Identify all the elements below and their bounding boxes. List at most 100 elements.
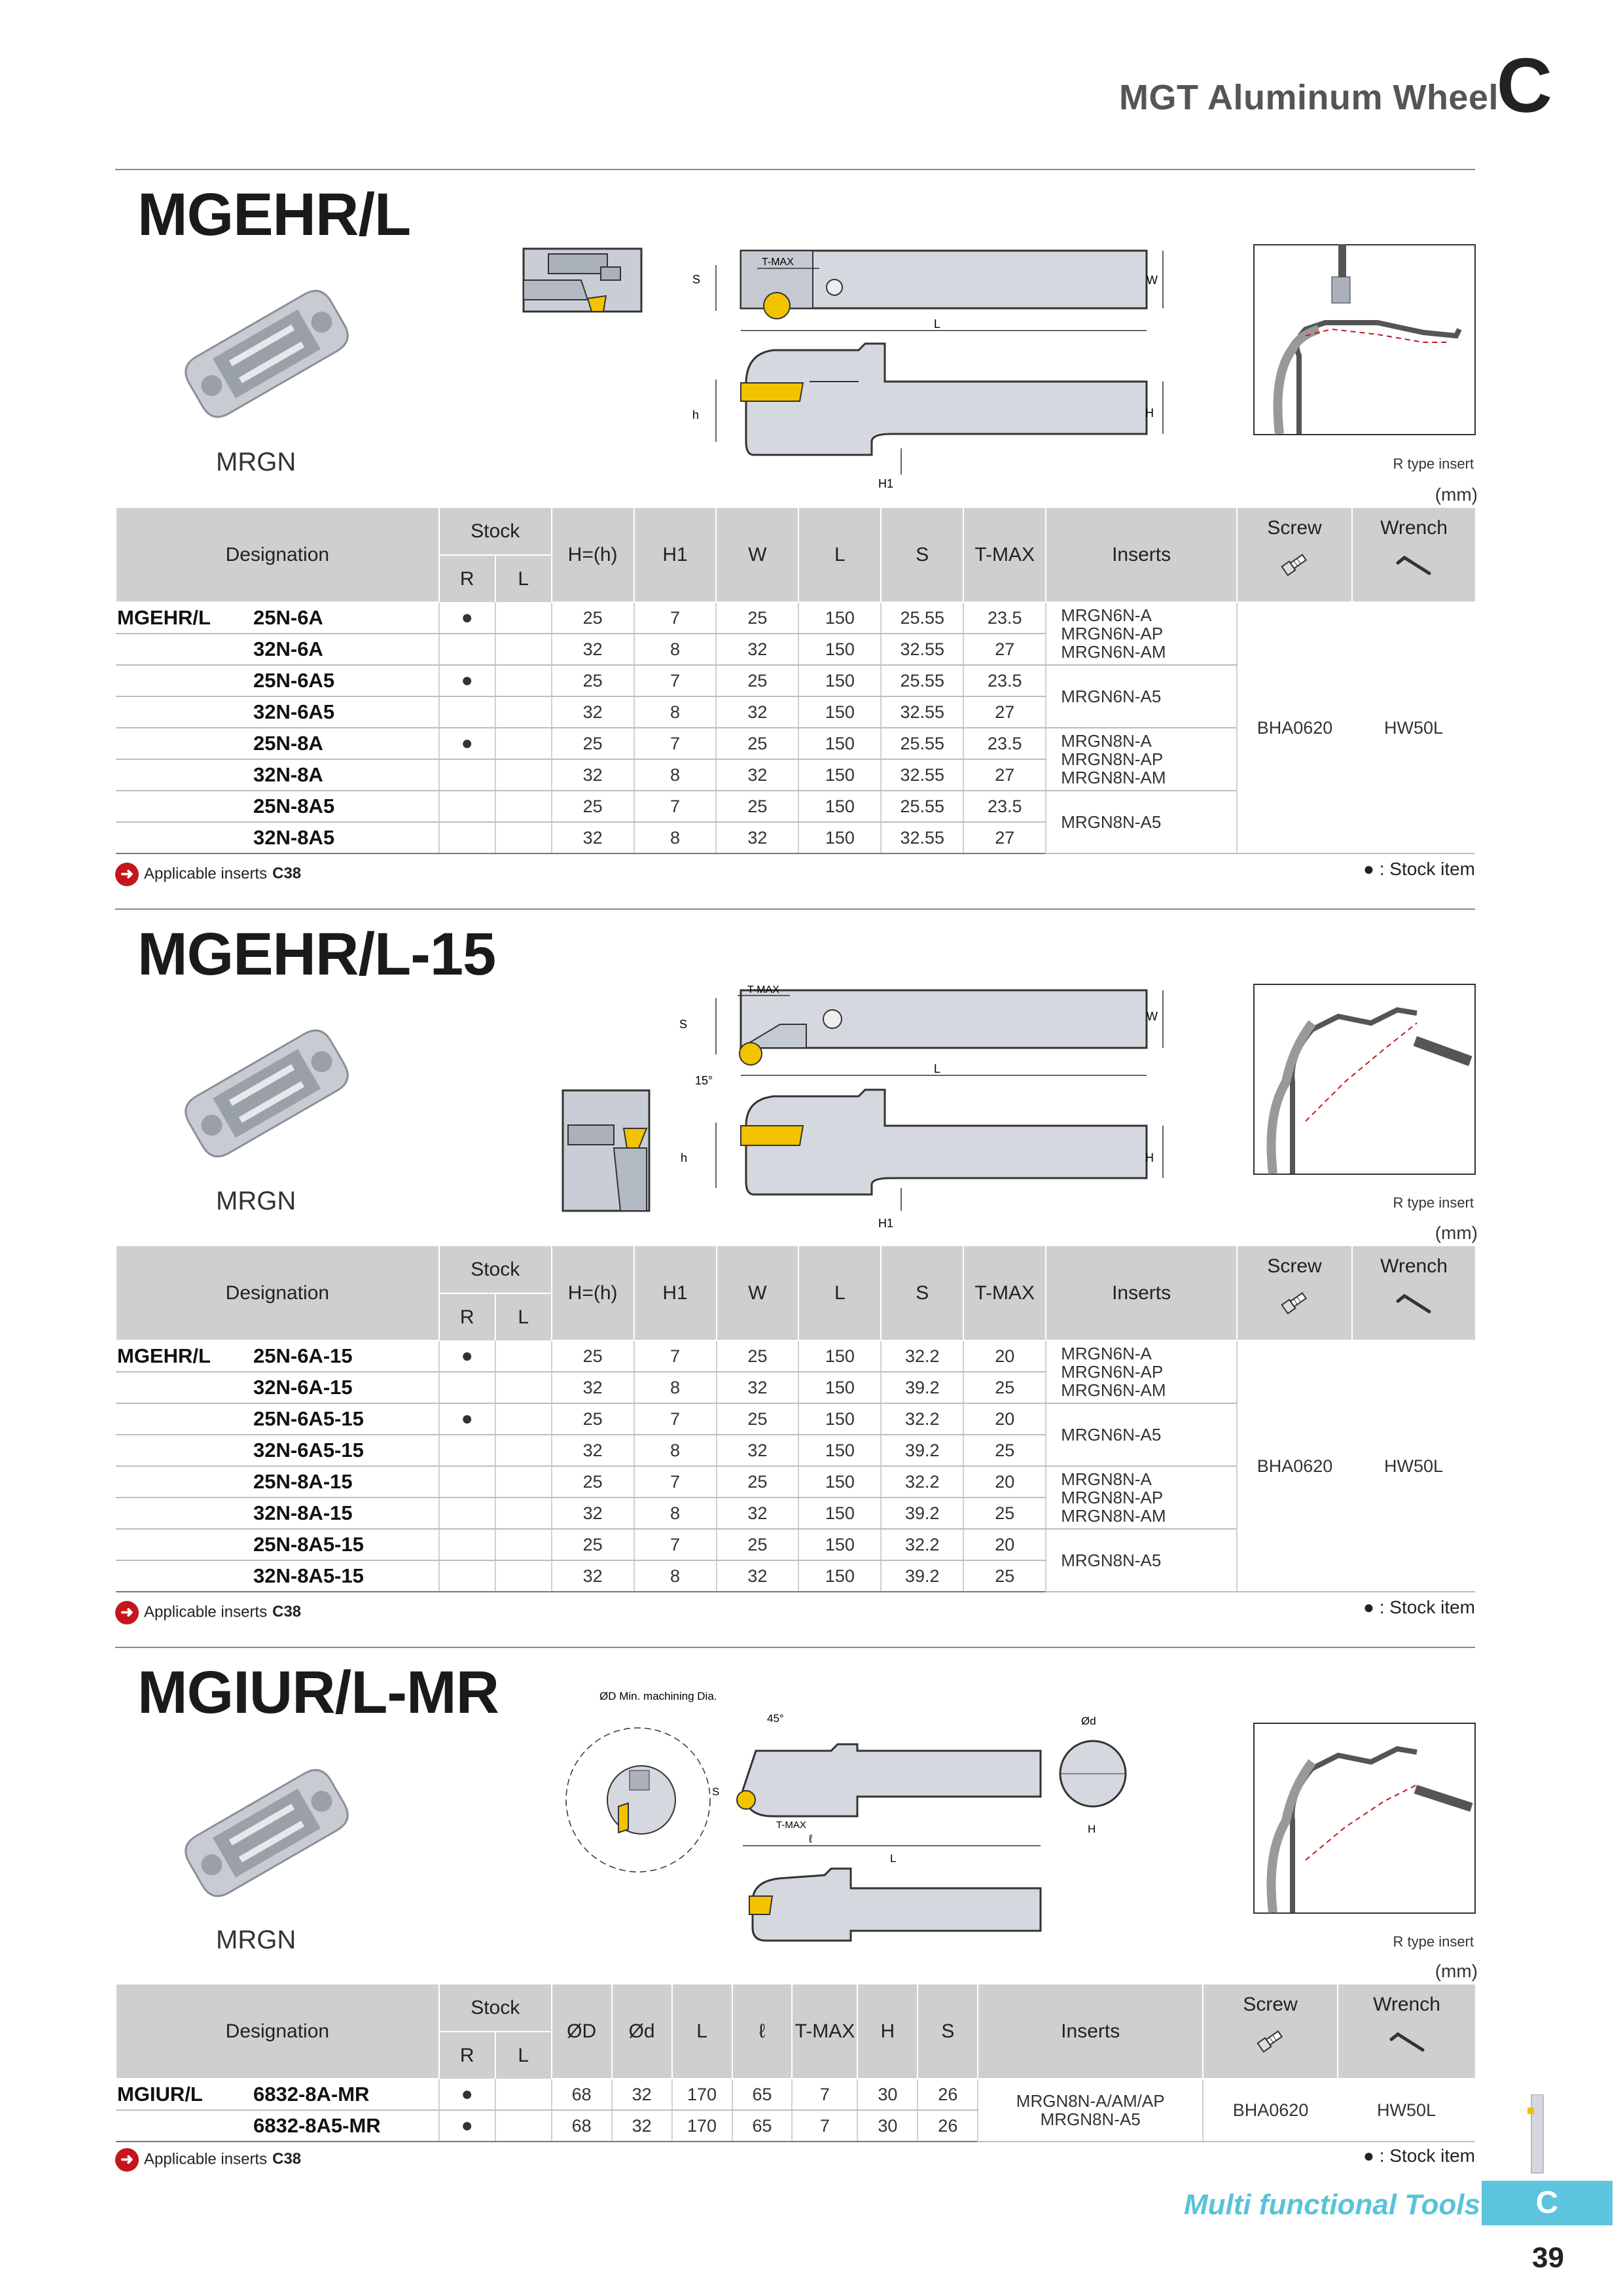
designation-cell: 32N-6A5 [116, 696, 439, 728]
value-cell: 39.2 [880, 1435, 964, 1467]
designation-cell: 25N-8A5-15 [116, 1529, 439, 1561]
designation-code: 6832-8A5-MR [253, 2114, 381, 2137]
value-cell: 32.2 [880, 1340, 964, 1372]
value-cell: 39.2 [880, 1560, 964, 1592]
stock-l-cell [494, 759, 552, 791]
dim-l: L [890, 1852, 896, 1865]
tool-thumbnail-icon [1527, 2094, 1544, 2174]
stock-l-cell [494, 1529, 552, 1561]
rtype-label: R type insert [1393, 1933, 1474, 1950]
col-wrench: Wrench [1351, 508, 1475, 603]
col-designation: Designation [115, 1246, 439, 1341]
value-cell: 25 [963, 1435, 1046, 1467]
col-designation: Designation [115, 1984, 439, 2079]
stock-l-cell [494, 634, 552, 666]
value-cell: 25 [715, 728, 799, 760]
value-cell: 150 [798, 759, 882, 791]
wrench-icon [1389, 2032, 1424, 2052]
value-cell: 150 [798, 728, 882, 760]
tool-drawing-mgiur: ØD Min. machining Dia. 45° S T-MAX ℓ L Ø… [565, 1690, 1127, 1942]
spec-table-mgehr: Designation Stock H=(h) H1 W L S T-MAX I… [115, 508, 1475, 854]
value-cell: 150 [798, 1372, 882, 1404]
value-cell: 25 [715, 1403, 799, 1435]
rtype-label: R type insert [1393, 1194, 1474, 1211]
value-cell: 27 [963, 634, 1046, 666]
value-cell: 32 [550, 822, 634, 854]
designation-group: MGIUR/L [117, 2083, 203, 2106]
insert-code: MRGN8N-A5 [1061, 1551, 1162, 1570]
stock-item-legend: ● : Stock item [1363, 1597, 1475, 1617]
col-stock-r: R [438, 555, 495, 602]
insert-code: MRGN8N-A [1061, 731, 1152, 751]
designation-group: MGEHR/L [117, 1344, 211, 1367]
designation-cell: 25N-6A5-15 [116, 1403, 439, 1435]
divider [115, 169, 1475, 170]
screw-icon [1281, 554, 1308, 577]
value-cell: 7 [633, 1466, 717, 1498]
designation-code: 25N-8A5 [253, 795, 335, 817]
value-cell: 32.55 [880, 822, 964, 854]
col-l: L [798, 508, 882, 603]
value-cell: 150 [798, 791, 882, 823]
insert-code: MRGN6N-A [1061, 605, 1152, 625]
dim-l: L [934, 317, 940, 331]
dim-H: H [1145, 1151, 1154, 1164]
value-cell: 27 [963, 696, 1046, 728]
dim-h1: H1 [878, 1217, 893, 1230]
col-tmax: T-MAX [963, 1246, 1046, 1341]
value-cell: 25 [715, 791, 799, 823]
value-cell: 150 [798, 1340, 882, 1372]
value-cell: 32 [715, 634, 799, 666]
value-cell: 25 [715, 602, 799, 634]
insert-code: MRGN6N-A5 [1061, 1425, 1162, 1444]
stock-r-cell [438, 791, 495, 823]
designation-code: 25N-6A-15 [253, 1344, 353, 1367]
insert-label: MRGN [216, 1926, 296, 1954]
wrench-icon [1396, 1293, 1431, 1314]
value-cell: 25 [550, 1403, 634, 1435]
stock-item-legend: ● : Stock item [1363, 2145, 1475, 2166]
value-cell: 23.5 [963, 602, 1046, 634]
inserts-cell: MRGN8N-A5 [1045, 791, 1238, 854]
col-stock-r: R [438, 2032, 495, 2079]
stock-r-cell: ● [438, 1403, 495, 1435]
col-screw: Screw [1236, 1246, 1352, 1341]
stock-r-cell: ● [438, 2079, 495, 2111]
designation-cell: 32N-6A5-15 [116, 1435, 439, 1467]
col-l: L [671, 1984, 732, 2079]
value-cell: 8 [633, 822, 717, 854]
page-number: 39 [1532, 2242, 1564, 2274]
wheel-diagram [1253, 244, 1476, 435]
insert-code: MRGN8N-A [1061, 1469, 1152, 1489]
value-cell: 27 [963, 822, 1046, 854]
stock-l-cell [494, 1466, 552, 1498]
value-cell: 32 [550, 1372, 634, 1404]
designation-code: 25N-8A5-15 [253, 1533, 364, 1556]
insert-code: MRGN6N-AP [1061, 624, 1164, 643]
designation-group: MGEHR/L [117, 606, 211, 629]
designation-cell: 25N-8A [116, 728, 439, 760]
footer-chapter-tab[interactable]: C [1482, 2181, 1613, 2225]
designation-cell: MGEHR/L 25N-6A-15 [116, 1340, 439, 1372]
designation-cell: 25N-8A-15 [116, 1466, 439, 1498]
col-inserts: Inserts [977, 1984, 1204, 2079]
col-l: L [798, 1246, 882, 1341]
screw-icon [1281, 1292, 1308, 1315]
dim-angle-15: 15° [695, 1074, 713, 1087]
value-cell: 20 [963, 1529, 1046, 1561]
col-w: W [715, 1246, 799, 1341]
col-inserts: Inserts [1045, 508, 1238, 603]
value-cell: 8 [633, 1498, 717, 1530]
value-cell: 32.2 [880, 1529, 964, 1561]
value-cell: 32 [715, 759, 799, 791]
dim-l: L [934, 1062, 940, 1075]
dim-ell: ℓ [808, 1833, 813, 1845]
